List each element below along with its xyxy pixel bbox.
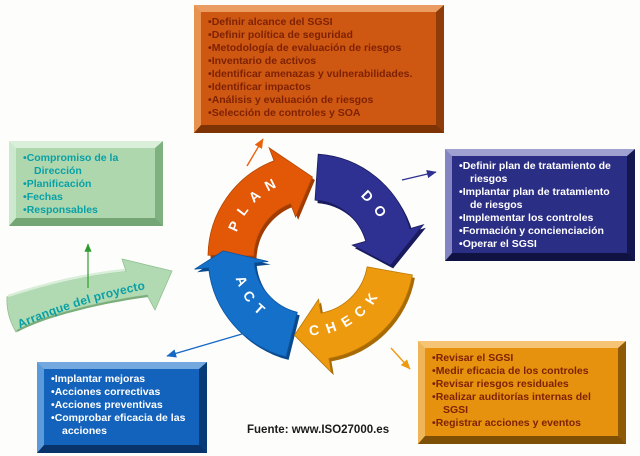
- check-connector-arrow: [390, 347, 411, 370]
- list-item: Revisar riesgos residuales: [432, 378, 614, 391]
- project-start-arrow-highlight: [7, 268, 126, 298]
- project-start-box: Compromiso de la Dirección Planificación…: [9, 141, 163, 226]
- list-item: Identificar amenazas y vulnerabilidades.: [208, 68, 432, 81]
- list-item: Definir alcance del SGSI: [208, 16, 432, 29]
- plan-box: Definir alcance del SGSI Definir polític…: [194, 5, 444, 133]
- list-item: Implantar mejoras: [51, 373, 195, 386]
- list-item: Metodología de evaluación de riesgos: [208, 42, 432, 55]
- do-box: Definir plan de tratamiento de riesgos I…: [445, 149, 635, 261]
- list-item: Registrar acciones y eventos: [432, 417, 614, 430]
- project-start-box-list: Compromiso de la Dirección Planificación…: [16, 148, 155, 218]
- check-arrow: [293, 266, 413, 374]
- act-box-list: Implantar mejoras Acciones correctivas A…: [44, 369, 199, 441]
- do-connector-arrow: [401, 169, 437, 181]
- list-item: Comprobar eficacia de las acciones: [51, 412, 195, 438]
- list-item: Inventario de activos: [208, 55, 432, 68]
- list-item: Fechas: [23, 191, 151, 204]
- list-item: Análisis y evaluación de riesgos: [208, 94, 432, 107]
- list-item: Selección de controles y SOA: [208, 107, 432, 120]
- list-item: Planificación: [23, 178, 151, 191]
- list-item: Identificar impactos: [208, 81, 432, 94]
- check-box-list: Revisar el SGSI Medir eficacia de los co…: [425, 348, 618, 433]
- list-item: Compromiso de la Dirección: [23, 152, 151, 178]
- list-item: Medir eficacia de los controles: [432, 365, 614, 378]
- source-note: Fuente: www.ISO27000.es: [247, 424, 390, 436]
- list-item: Operar el SGSI: [459, 238, 623, 251]
- pdca-cycle: PLAN DO CHECK ACT: [194, 146, 426, 376]
- list-item: Definir política de seguridad: [208, 29, 432, 42]
- list-item: Revisar el SGSI: [432, 352, 614, 365]
- list-item: Responsables: [23, 204, 151, 217]
- list-item: Acciones correctivas: [51, 386, 195, 399]
- list-item: Implantar plan de tratamiento de riesgos: [459, 186, 623, 212]
- plan-connector-arrow: [246, 138, 264, 167]
- plan-arrow: [207, 146, 313, 257]
- do-arrow: [314, 153, 425, 266]
- list-item: Formación y concienciación: [459, 225, 623, 238]
- list-item: Realizar auditorías internas del SGSI: [432, 391, 614, 417]
- project-start-arrow: Arranque del proyecto: [6, 258, 173, 333]
- plan-box-list: Definir alcance del SGSI Definir polític…: [201, 12, 436, 123]
- act-arrow: [194, 250, 298, 358]
- list-item: Definir plan de tratamiento de riesgos: [459, 160, 623, 186]
- do-box-list: Definir plan de tratamiento de riesgos I…: [452, 156, 627, 253]
- act-connector-arrow: [166, 333, 243, 358]
- check-box: Revisar el SGSI Medir eficacia de los co…: [418, 341, 626, 444]
- list-item: Acciones preventivas: [51, 399, 195, 412]
- list-item: Implementar los controles: [459, 212, 623, 225]
- act-box: Implantar mejoras Acciones correctivas A…: [37, 362, 207, 453]
- project-start-arrow-shade: [16, 295, 149, 332]
